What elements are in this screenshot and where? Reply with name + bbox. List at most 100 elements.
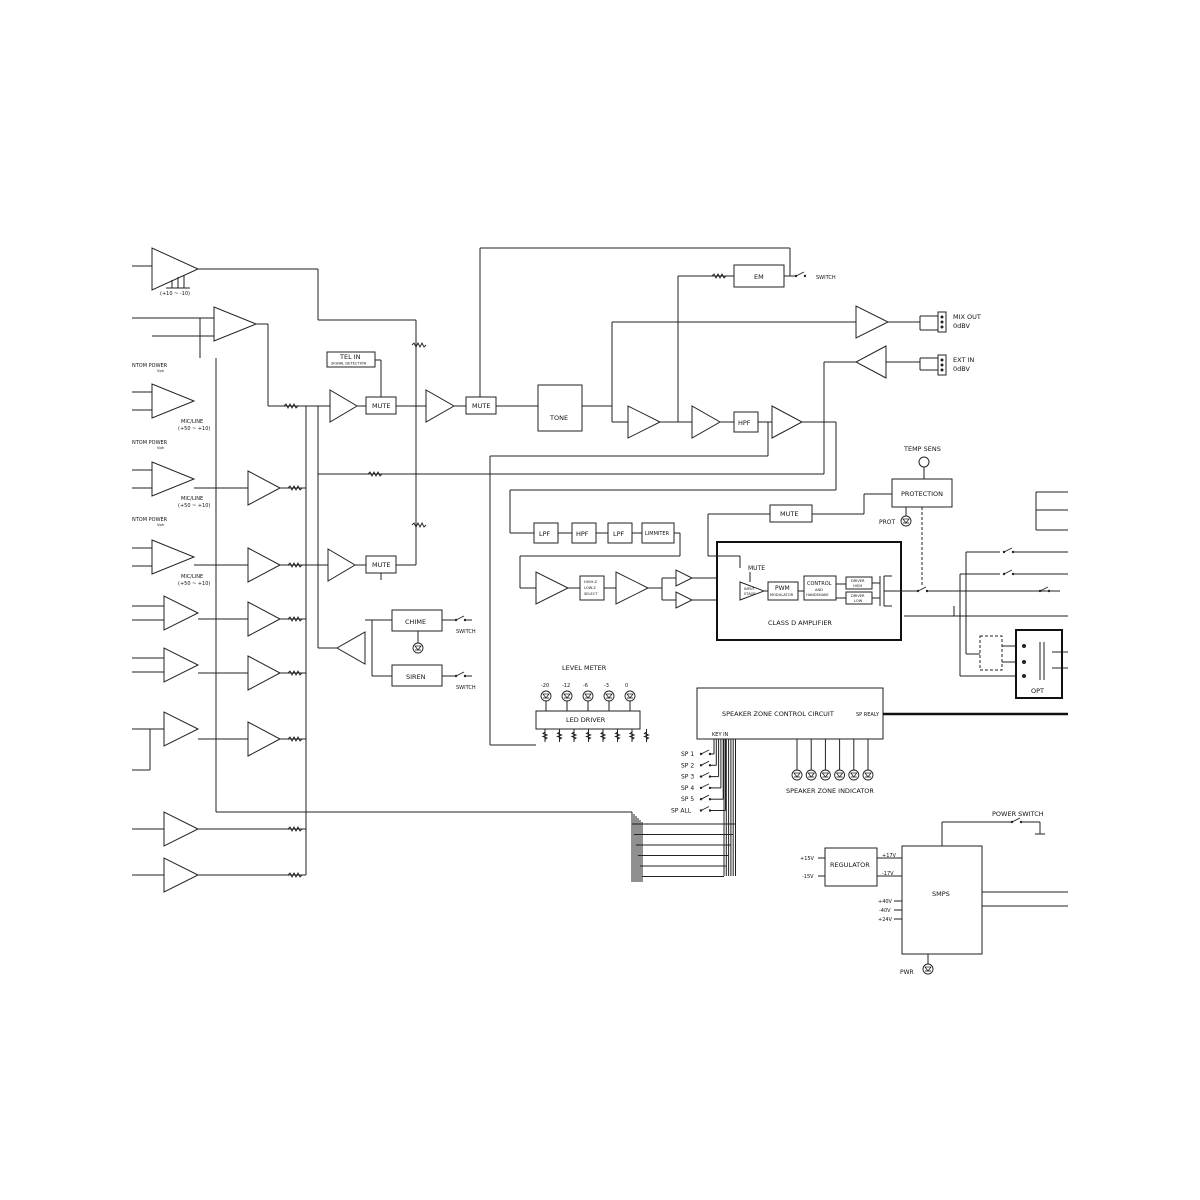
chime-led-icon	[412, 642, 424, 654]
reg-in-pos-label: +15V	[800, 856, 815, 862]
opt-label: OPT	[1031, 687, 1044, 695]
mute-label-3: MUTE	[372, 561, 390, 569]
p40-label: +40V	[878, 899, 893, 905]
sp-key-label: SP ALL	[671, 808, 692, 815]
and-label: AND	[815, 588, 823, 592]
em-label: EM	[754, 273, 764, 281]
mix-out-label: MIX OUT	[953, 313, 981, 321]
phantom-power-label-1: NTOM POWER	[132, 363, 168, 369]
zone-switch-2-icon	[1002, 569, 1015, 576]
level-meter-value: 0	[625, 683, 628, 689]
prot-led-icon	[900, 515, 912, 527]
tel-in-label: TEL IN	[339, 353, 361, 361]
hpf-label-2: HPF	[576, 530, 589, 538]
level-meter-label: LEVEL METER	[562, 664, 607, 672]
temp-sens-label: TEMP SENS	[903, 445, 941, 453]
power-switch-label: POWER SWITCH	[992, 810, 1044, 818]
siren-switch-label: SWITCH	[456, 685, 476, 691]
em-switch-icon[interactable]	[794, 271, 807, 278]
m17-label: -17V	[882, 871, 894, 877]
input-section: (+10 ~ -10) NTOM POWER Vph MIC/LINE (+50…	[132, 247, 632, 893]
impedance-select-block	[579, 575, 605, 601]
smps-label: SMPS	[932, 890, 950, 898]
speaker-zone-control-block	[696, 687, 884, 740]
opt-transformer-block	[1015, 629, 1063, 699]
control-block	[803, 575, 837, 601]
sp-key-switch-icon[interactable]	[699, 794, 712, 801]
level-meter-led-icon	[540, 690, 552, 702]
mic-line-range-3: (+50 ~ +10)	[178, 581, 210, 587]
pwr-label: PWR	[900, 969, 914, 976]
sp-key-switch-icon[interactable]	[699, 783, 712, 790]
ext-in-level: 0dBV	[953, 365, 971, 373]
driver-low-label-2: LOW	[854, 599, 863, 603]
vph-label-2: Vph	[157, 446, 164, 450]
led-driver-label: LED DRIVER	[566, 716, 606, 724]
speaker-zone-led-icon	[862, 769, 874, 781]
mute-label-2: MUTE	[472, 402, 490, 410]
hpf-label-1: HPF	[738, 419, 751, 427]
sp-key-switch-icon[interactable]	[699, 806, 712, 813]
smps-block	[901, 845, 983, 955]
limmiter-label: LIMMITER	[645, 531, 670, 537]
level-meter-led-icon	[582, 690, 594, 702]
p24-label: +24V	[878, 917, 893, 923]
modulator-label: MODULATOR	[770, 593, 794, 597]
input-stage-label-2: STAGE	[744, 592, 756, 596]
chime-switch-icon[interactable]	[454, 615, 467, 622]
mixer-section: TEL IN SIGNAL DETECTION MUTE MUTE MUTE	[306, 247, 791, 691]
mic-line-label-1: MIC/LINE	[181, 419, 203, 425]
zone-switch-1-icon	[1002, 547, 1015, 554]
high-z-label: HIGH-Z	[584, 580, 598, 584]
regulator-label: REGULATOR	[830, 861, 870, 869]
zone-control-section: SPEAKER ZONE CONTROL CIRCUIT SP REALY KE…	[631, 687, 1068, 882]
speaker-zone-led-icon	[848, 769, 860, 781]
pwm-label: PWM	[775, 585, 790, 592]
speaker-output-section: OPT	[904, 491, 1068, 699]
level-meter-led-icon	[603, 690, 615, 702]
sp-realy-label: SP REALY	[856, 712, 880, 718]
mic-line-range-2: (+50 ~ +10)	[178, 503, 210, 509]
signal-detection-label: SIGNAL DETECTION	[331, 362, 367, 366]
sp-key-label: SP 1	[681, 751, 694, 758]
key-in-label: KEY IN	[712, 732, 729, 738]
vph-label-1: Vph	[157, 369, 164, 373]
siren-switch-icon[interactable]	[454, 671, 467, 678]
mic-line-range-1: (+50 ~ +10)	[178, 426, 210, 432]
driver-high-label-2: HIGH	[853, 584, 863, 588]
reg-in-neg-label: -15V	[802, 874, 814, 880]
driver-low-label-1: DRIVER	[851, 594, 865, 598]
sp-key-switch-icon[interactable]	[699, 772, 712, 779]
sp-key-label: SP 4	[681, 785, 694, 792]
sp-key-switch-icon[interactable]	[699, 760, 712, 767]
p17-label: +17V	[882, 853, 897, 859]
lpf-label-1: LPF	[539, 530, 551, 538]
tone-label: TONE	[549, 414, 568, 422]
class-d-mute-label: MUTE	[748, 565, 765, 572]
speaker-zone-led-icon	[819, 769, 831, 781]
tone-block	[537, 384, 583, 432]
power-switch-icon[interactable]	[1010, 817, 1023, 824]
low-z-label: LOW-Z	[584, 586, 596, 590]
power-section: POWER SWITCH SMPS REGULATOR +17V -17V +1…	[800, 810, 1068, 976]
line-range-label: (+10 ~ -10)	[160, 291, 190, 297]
m40-label: -40V	[879, 908, 891, 914]
phantom-power-label-2: NTOM POWER	[132, 440, 168, 446]
sp-key-label: SP 2	[681, 762, 694, 769]
sp-key-switch-icon[interactable]	[699, 749, 712, 756]
output-relay-switch-icon	[916, 586, 929, 593]
handshake-label: HANDSHAKE	[806, 593, 829, 597]
mic-line-label-2: MIC/LINE	[181, 496, 203, 502]
regulator-block	[824, 847, 878, 887]
mic-line-label-3: MIC/LINE	[181, 574, 203, 580]
output-chain: TONE EM SWITCH HPF MI	[318, 264, 981, 746]
sp-key-label: SP 5	[681, 796, 694, 803]
speaker-zone-led-icon	[791, 769, 803, 781]
mute-label-1: MUTE	[372, 402, 390, 410]
input-stage-label-1: INPUT	[744, 587, 756, 591]
ext-in-label: EXT IN	[953, 356, 974, 364]
mute-label-4: MUTE	[780, 510, 798, 518]
select-label: SELECT	[584, 592, 598, 596]
sp-key-label: SP 3	[681, 774, 694, 781]
